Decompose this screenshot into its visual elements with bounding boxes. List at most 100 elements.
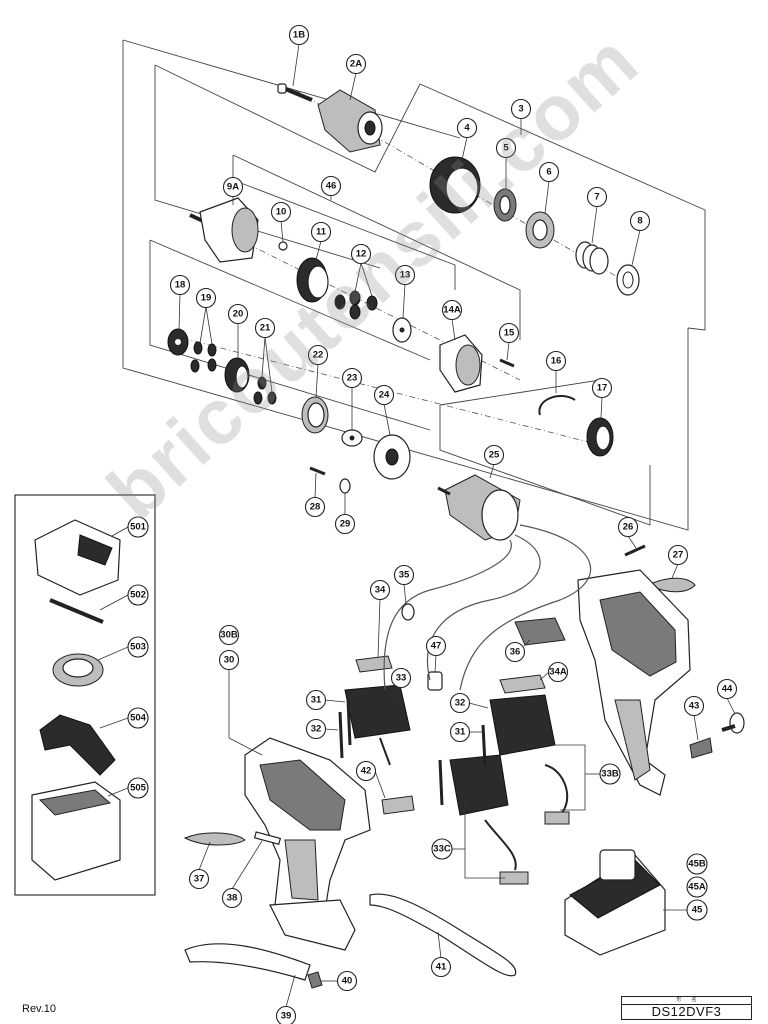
callout-label: 18	[175, 280, 186, 291]
accessories-panel	[14, 494, 156, 896]
callout-label: 2A	[350, 59, 362, 70]
part-keyless-chuck-2a	[317, 89, 383, 153]
callout-label: 32	[455, 698, 466, 709]
callout-20: 20	[227, 303, 249, 358]
part-clutch-plate-5	[493, 188, 517, 222]
part-motor-25	[437, 474, 521, 541]
part-terminal-42	[381, 795, 415, 815]
callout-502: 502	[99, 584, 149, 611]
callout-label: 505	[130, 783, 147, 794]
part-bearing-holder-24	[373, 434, 411, 480]
part-carrier-18	[167, 328, 189, 356]
callout-label: 30B	[220, 630, 238, 641]
callout-15: 15	[498, 322, 520, 361]
part-spring-holder-6	[525, 211, 555, 249]
callout-label: 44	[722, 684, 733, 695]
callout-label: 28	[310, 502, 321, 513]
callout-46: 46	[320, 175, 342, 200]
callout-4: 4	[456, 117, 478, 161]
callout-label: 7	[594, 192, 599, 203]
callout-label: 3	[518, 104, 523, 115]
accessory-case-505	[31, 781, 121, 881]
part-gears-21	[253, 376, 277, 405]
revision-label: Rev.10	[22, 1003, 57, 1015]
callout-label: 34	[375, 585, 386, 596]
part-label-37	[183, 832, 246, 846]
part-thermistor-47	[427, 671, 443, 691]
callout-label: 31	[311, 695, 322, 706]
callout-16: 16	[545, 350, 567, 393]
callout-label: 45A	[688, 882, 706, 893]
callout-45A: 45A	[686, 876, 708, 898]
callout-28: 28	[304, 472, 326, 518]
callout-label: 501	[130, 522, 147, 533]
callout-label: 45	[692, 905, 703, 916]
callout-label: 12	[356, 249, 367, 260]
part-housing-right-27-body	[577, 569, 691, 796]
callout-label: 21	[260, 323, 271, 334]
callout-label: 33	[396, 673, 407, 684]
callout-label: 4	[464, 123, 470, 134]
accessory-cap-503	[52, 653, 104, 687]
callout-1B: 1B	[288, 24, 310, 87]
callout-45B: 45B	[686, 853, 708, 875]
callout-9A: 9A	[222, 176, 244, 205]
part-steel-ball-10	[278, 241, 288, 251]
callout-label: 10	[276, 207, 287, 218]
callout-label: 45B	[688, 859, 706, 870]
part-screw-43	[689, 737, 713, 759]
callout-label: 32	[311, 724, 322, 735]
callout-31-left: 31	[305, 689, 346, 711]
callout-43: 43	[683, 695, 705, 741]
callout-45: 45	[663, 899, 708, 921]
callout-23: 23	[341, 367, 363, 430]
callout-8: 8	[629, 210, 651, 266]
callout-label: 41	[436, 962, 447, 973]
callout-44: 44	[716, 678, 738, 715]
callout-label: 22	[313, 350, 324, 361]
part-washer-23	[341, 429, 363, 447]
part-ring-4	[429, 156, 481, 214]
callout-26: 26	[617, 516, 639, 549]
callout-3: 3	[510, 98, 532, 135]
callout-21: 21	[254, 317, 276, 393]
callout-12: 12	[350, 243, 373, 297]
callout-13: 13	[394, 264, 416, 319]
part-spring-35	[401, 603, 415, 621]
callout-label: 13	[400, 270, 411, 281]
callout-40: 40	[321, 970, 358, 992]
callout-27: 27	[667, 544, 689, 579]
callout-47: 47	[425, 635, 447, 673]
callout-505: 505	[107, 777, 149, 799]
part-housing-left-30	[244, 737, 371, 951]
callout-label: 504	[130, 713, 147, 724]
callout-label: 1B	[293, 30, 305, 41]
accessory-bit-502	[49, 598, 104, 624]
callout-11: 11	[310, 221, 332, 261]
part-switch-33c	[449, 754, 529, 885]
accessory-holder-504	[39, 714, 116, 776]
callout-label: 25	[489, 450, 500, 461]
callout-label: 23	[347, 373, 358, 384]
callout-label: 17	[597, 383, 608, 394]
part-terminals-36	[514, 617, 566, 646]
callout-label: 8	[637, 216, 642, 227]
callout-label: 36	[510, 647, 521, 658]
callout-32-right: 32	[449, 692, 489, 714]
callout-label: 5	[503, 143, 509, 154]
callout-label: 38	[227, 893, 238, 904]
callout-36: 36	[504, 639, 531, 663]
callout-label: 30	[224, 655, 235, 666]
callout-14A: 14A	[441, 299, 463, 341]
model-name: DS12DVF3	[651, 1004, 722, 1019]
callout-label: 42	[361, 766, 372, 777]
callout-7: 7	[586, 186, 608, 244]
part-washer-13	[392, 317, 412, 343]
part-gears-19	[190, 341, 217, 373]
callout-label: 9A	[227, 182, 239, 193]
callout-501: 501	[111, 516, 149, 538]
part-gear-20	[224, 357, 250, 393]
callout-label: 502	[130, 590, 146, 601]
callout-35: 35	[393, 564, 415, 605]
part-washer-8	[616, 264, 640, 296]
